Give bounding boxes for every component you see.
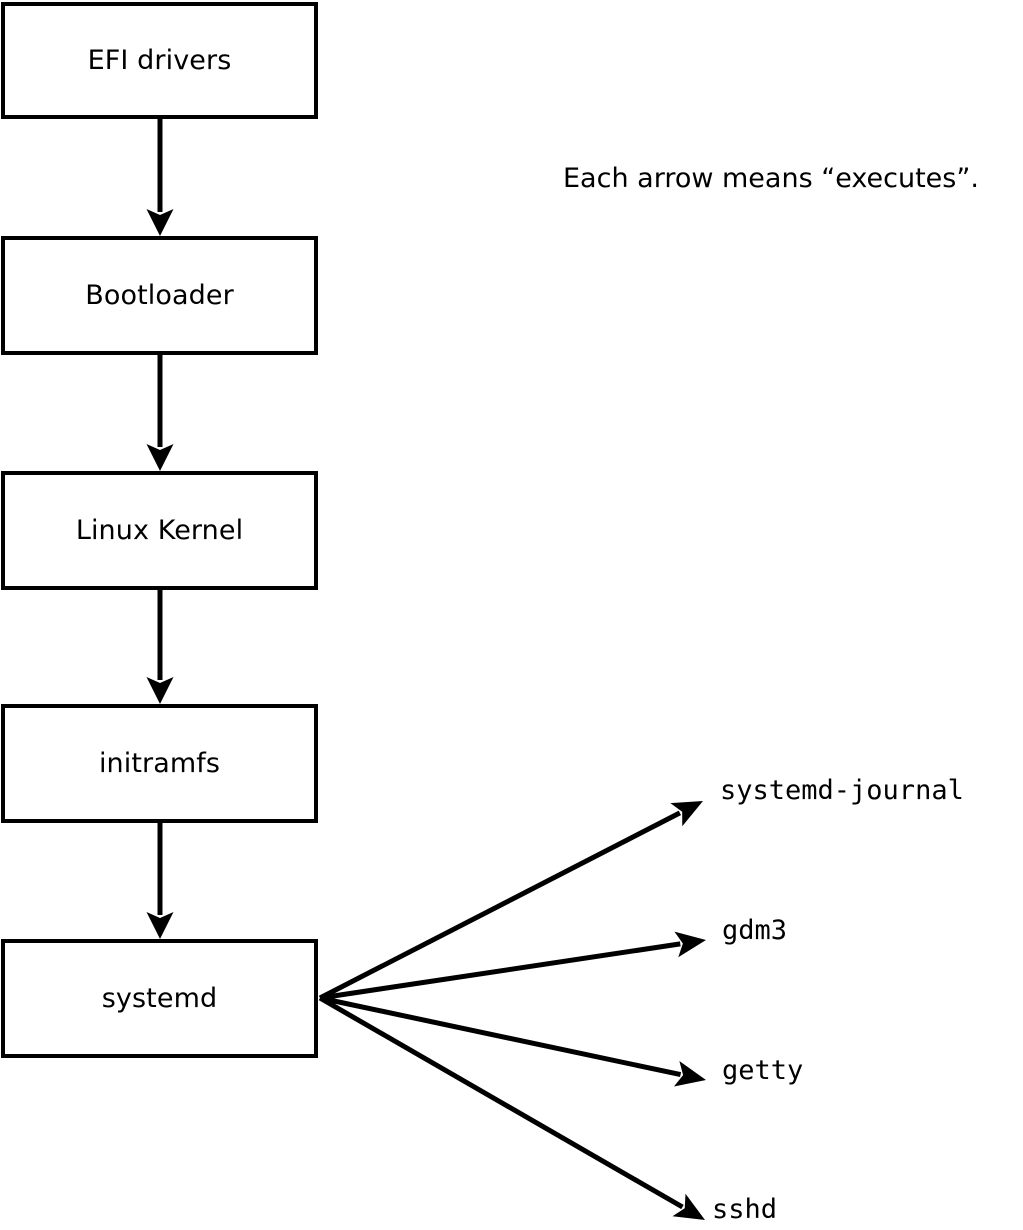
fanout-arrowhead-systemd-to-gdm3 xyxy=(674,931,706,958)
fanout-arrow-shaft-systemd-to-gdm3 xyxy=(319,941,681,1001)
service-label-gdm3: gdm3 xyxy=(722,915,788,946)
diagram-caption: Each arrow means “executes”. xyxy=(563,163,979,194)
stage-box-systemd[interactable]: systemd xyxy=(1,939,318,1058)
stage-box-initramfs[interactable]: initramfs xyxy=(1,704,318,823)
fanout-arrowhead-systemd-to-systemd-journal xyxy=(670,801,703,827)
fanout-arrow-shaft-systemd-to-sshd xyxy=(318,995,684,1210)
stage-box-bootloader[interactable]: Bootloader xyxy=(1,236,318,355)
stage-box-linux-kernel[interactable]: Linux Kernel xyxy=(1,471,318,590)
stage-label-bootloader: Bootloader xyxy=(85,280,234,311)
stage-label-initramfs: initramfs xyxy=(98,748,221,779)
stage-label-systemd: systemd xyxy=(101,983,218,1014)
stage-box-efi-drivers[interactable]: EFI drivers xyxy=(1,2,318,119)
service-label-systemd-journal: systemd-journal xyxy=(720,775,964,806)
fanout-arrow-shaft-systemd-to-getty xyxy=(319,995,682,1078)
fanout-arrow-group xyxy=(318,801,706,1220)
fanout-arrowhead-systemd-to-sshd xyxy=(672,1193,705,1220)
fanout-arrow-shaft-systemd-to-systemd-journal xyxy=(318,810,682,1001)
service-label-getty: getty xyxy=(722,1055,804,1086)
fanout-arrowhead-systemd-to-getty xyxy=(673,1061,706,1087)
service-label-sshd: sshd xyxy=(712,1194,778,1225)
chain-arrowhead-initramfs-to-systemd xyxy=(146,912,174,939)
chain-arrowhead-linux-kernel-to-initramfs xyxy=(146,677,174,704)
chain-arrowhead-bootloader-to-linux-kernel xyxy=(146,444,174,471)
stage-label-efi-drivers: EFI drivers xyxy=(87,45,232,76)
stage-label-linux-kernel: Linux Kernel xyxy=(75,515,244,546)
chain-arrowhead-efi-drivers-to-bootloader xyxy=(146,209,174,236)
